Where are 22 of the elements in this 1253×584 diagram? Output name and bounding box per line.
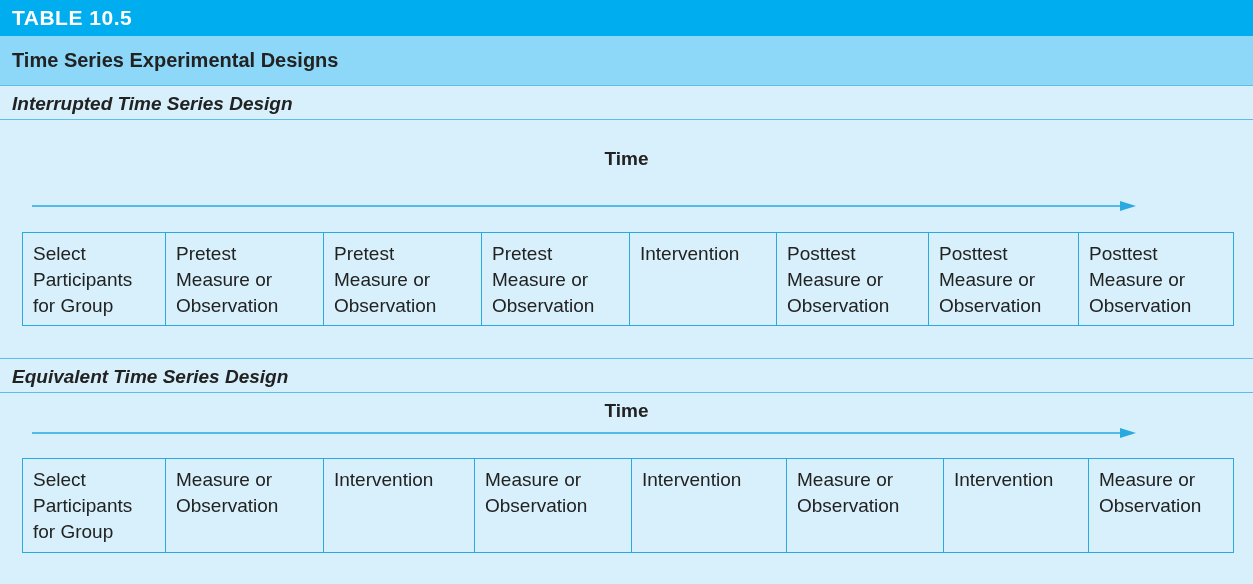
axis-label: Time: [603, 148, 650, 170]
table-cell: Pretest Measure or Observation: [323, 232, 482, 326]
section-heading: Interrupted Time Series Design: [12, 93, 293, 115]
table-cell: Intervention: [629, 232, 777, 326]
table-cell: Measure or Observation: [474, 458, 632, 553]
axis-label: Time: [603, 400, 650, 422]
table-cell: Posttest Measure or Observation: [776, 232, 929, 326]
section-heading: Equivalent Time Series Design: [12, 366, 289, 388]
table-cell: Pretest Measure or Observation: [165, 232, 324, 326]
table-cell: Intervention: [631, 458, 787, 553]
table-cell: Measure or Observation: [165, 458, 324, 553]
table-cell: Posttest Measure or Observation: [928, 232, 1079, 326]
table-subtitle: Time Series Experimental Designs: [12, 49, 339, 72]
table-title: TABLE 10.5: [12, 6, 133, 30]
table-cell: Pretest Measure or Observation: [481, 232, 630, 326]
table-cell: Measure or Observation: [786, 458, 944, 553]
table-cell: Intervention: [323, 458, 475, 553]
table-cell: Measure or Observation: [1088, 458, 1234, 553]
table-cell: Select Participants for Group: [22, 232, 166, 326]
table-cell: Posttest Measure or Observation: [1078, 232, 1234, 326]
table-cell: Intervention: [943, 458, 1089, 553]
table-cell: Select Participants for Group: [22, 458, 166, 553]
